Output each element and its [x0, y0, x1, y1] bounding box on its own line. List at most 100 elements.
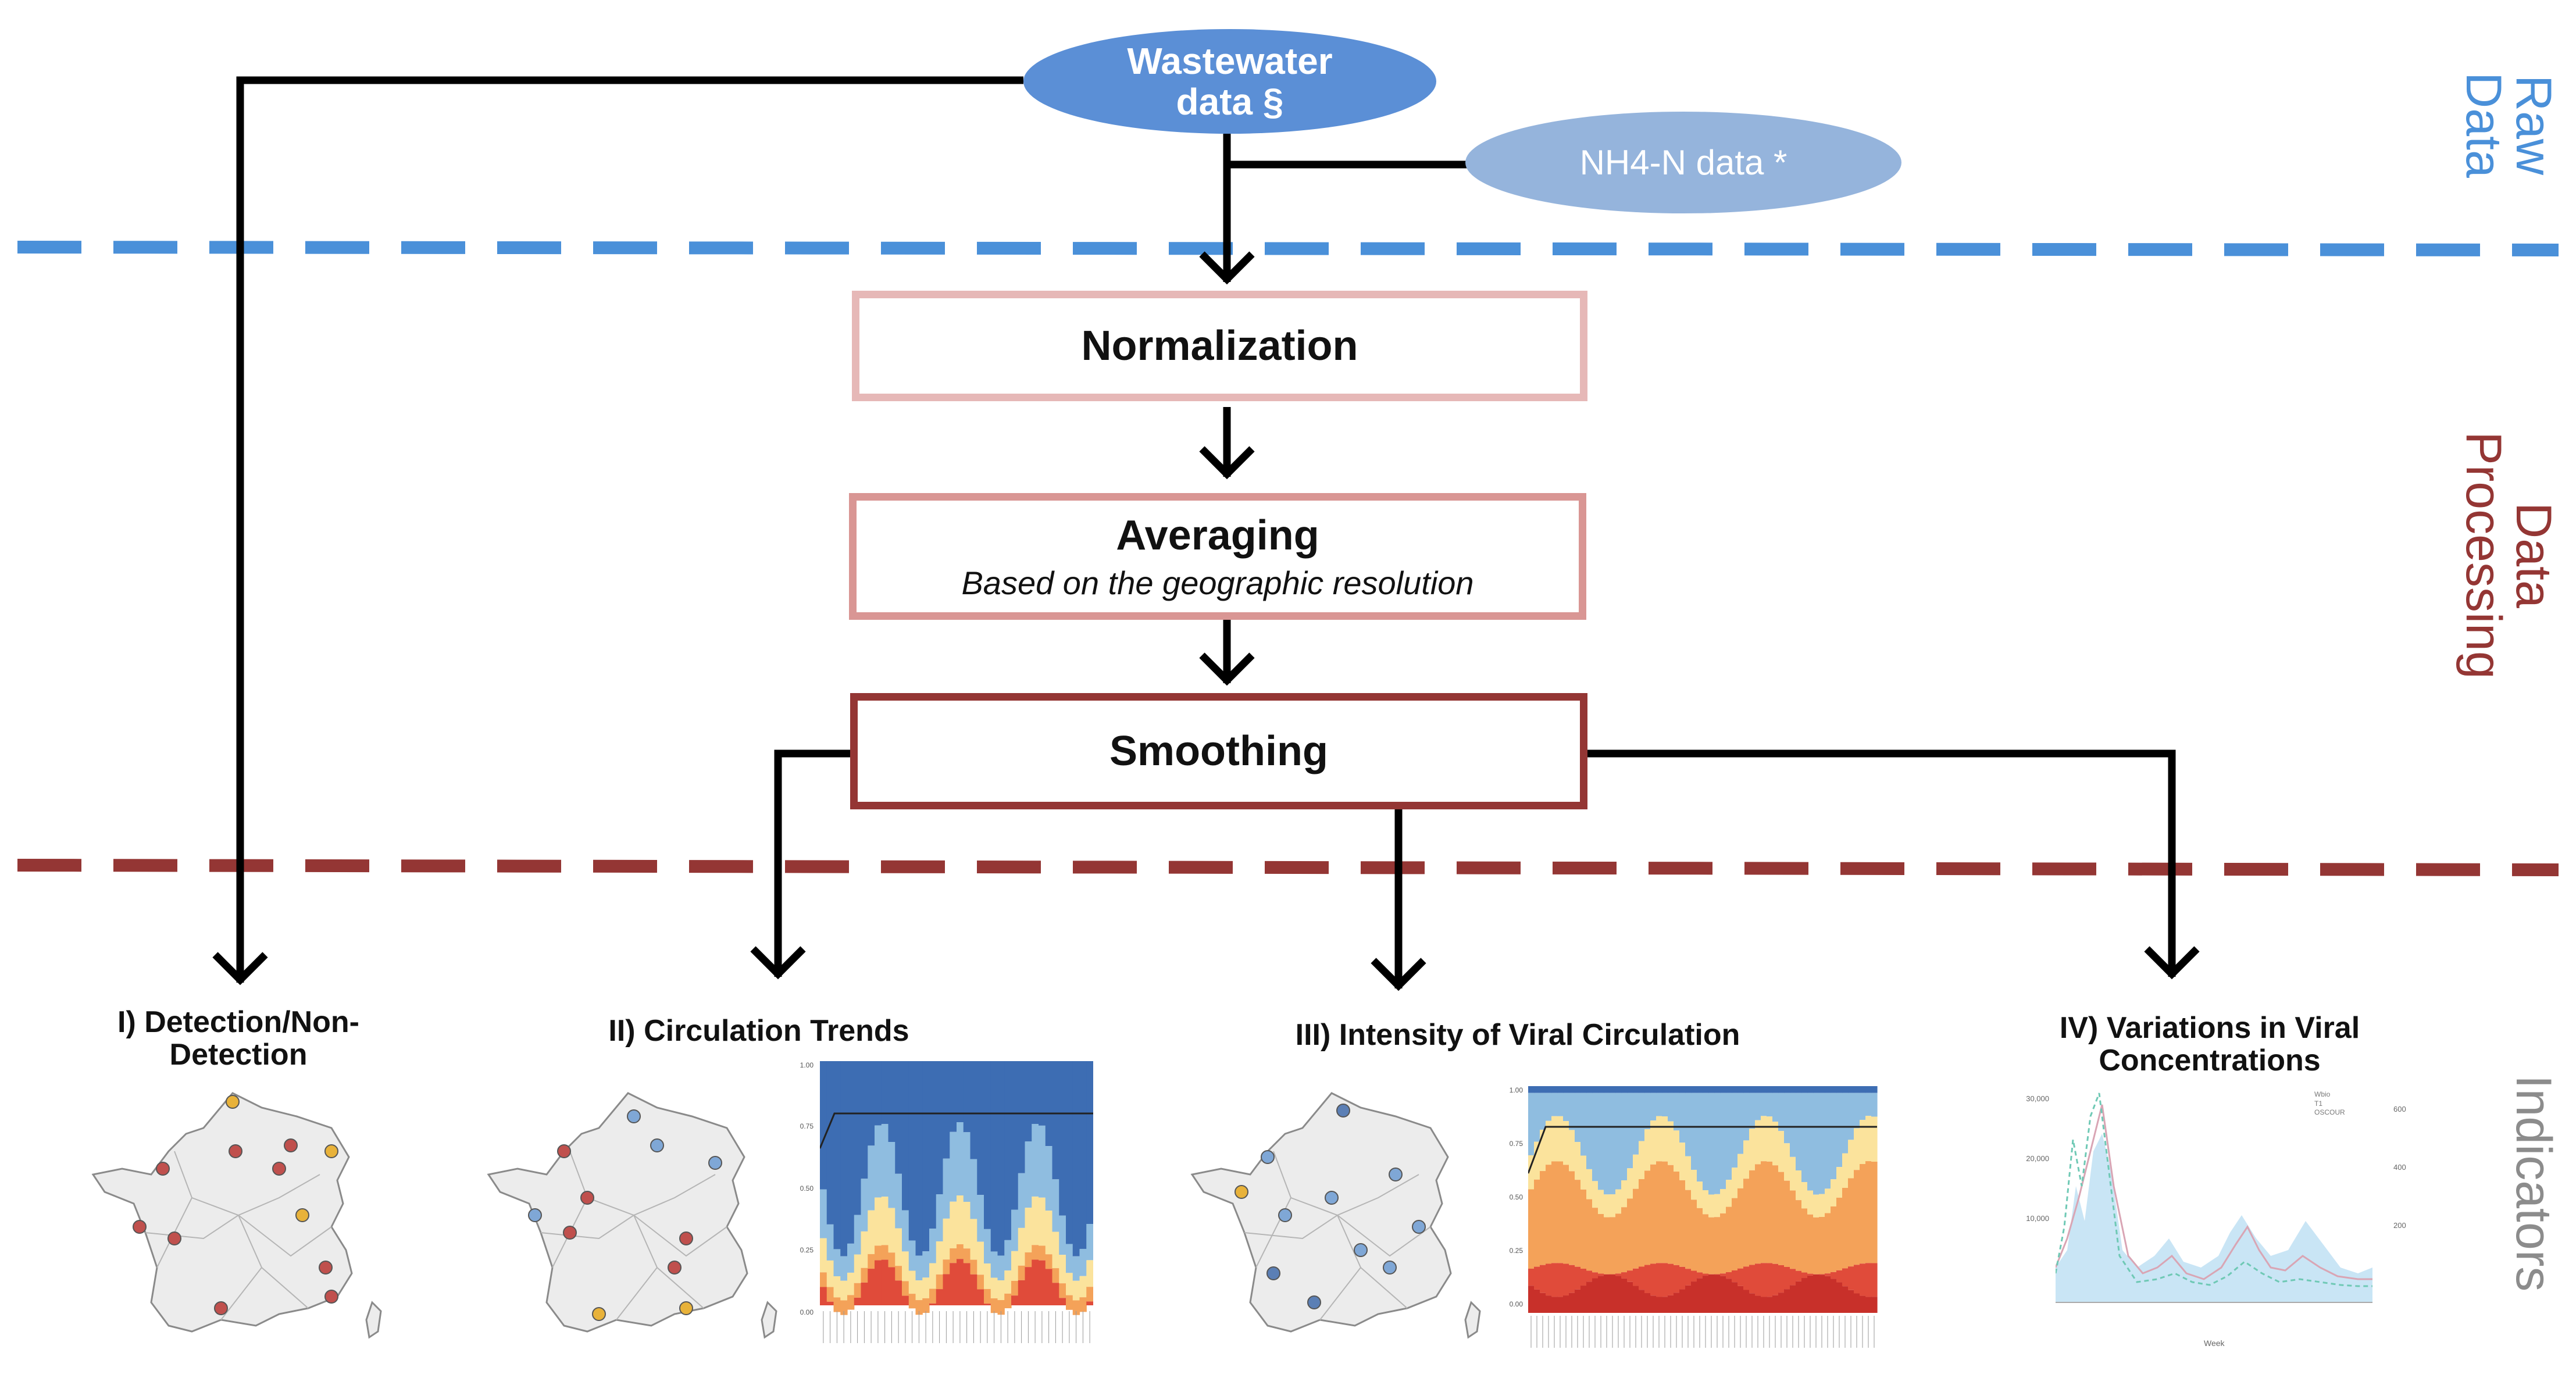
- stack-segment: [1842, 1086, 1849, 1093]
- stack-segment: [909, 1271, 916, 1294]
- stack-segment: [1790, 1086, 1796, 1093]
- intensity-plot: [1528, 1086, 1906, 1354]
- stack-segment: [1540, 1265, 1546, 1293]
- stack-segment: [1586, 1086, 1593, 1093]
- stack-segment: [1674, 1293, 1680, 1313]
- stack-segment: [1685, 1269, 1692, 1286]
- stack-segment: [1813, 1218, 1819, 1275]
- stack-segment: [1761, 1093, 1767, 1116]
- indicator-detection-title: I) Detection/Non-Detection: [87, 1006, 390, 1071]
- stack-segment: [1836, 1086, 1843, 1093]
- stack-segment: [1813, 1093, 1819, 1195]
- stack-segment: [950, 1061, 957, 1132]
- stack-segment: [977, 1275, 984, 1289]
- site-marker: [680, 1232, 693, 1245]
- stack-segment: [1801, 1182, 1808, 1208]
- site-marker: [273, 1162, 286, 1175]
- site-marker: [168, 1232, 181, 1245]
- smoothing-label: Smoothing: [1109, 727, 1328, 775]
- stack-segment: [1598, 1214, 1604, 1274]
- stack-segment: [1854, 1093, 1860, 1129]
- stack-segment: [820, 1287, 827, 1306]
- stack-segment: [840, 1061, 847, 1256]
- stack-segment: [875, 1061, 882, 1126]
- stack-segment: [1650, 1263, 1657, 1295]
- site-marker: [325, 1145, 338, 1158]
- stack-segment: [1697, 1181, 1703, 1208]
- stack-segment: [861, 1179, 868, 1231]
- site-marker: [1325, 1191, 1338, 1204]
- variations-plot: [2056, 1081, 2390, 1314]
- site-marker: [1337, 1104, 1350, 1117]
- stack-segment: [991, 1061, 998, 1251]
- stack-segment: [1604, 1194, 1610, 1217]
- stack-segment: [1621, 1180, 1628, 1207]
- stack-segment: [1836, 1270, 1843, 1283]
- stack-segment: [1784, 1289, 1790, 1313]
- stack-segment: [1726, 1279, 1732, 1313]
- stack-segment: [1755, 1263, 1761, 1295]
- france-outline: [1192, 1093, 1451, 1331]
- corsica-outline: [366, 1302, 381, 1337]
- stack-segment: [922, 1251, 929, 1277]
- stack-segment: [1046, 1061, 1052, 1146]
- stack-segment: [1551, 1093, 1558, 1116]
- stack-segment: [1604, 1086, 1610, 1093]
- y-tick-label: 1.00: [800, 1061, 814, 1069]
- stack-segment: [1639, 1086, 1645, 1093]
- site-marker: [529, 1209, 541, 1222]
- stack-segment: [1563, 1295, 1569, 1313]
- stack-segment: [984, 1304, 991, 1305]
- stack-segment: [861, 1283, 868, 1305]
- stack-segment: [1557, 1086, 1564, 1093]
- stack-segment: [971, 1219, 977, 1259]
- stack-segment: [984, 1061, 991, 1229]
- stack-segment: [1610, 1093, 1616, 1194]
- stack-segment: [1801, 1086, 1808, 1093]
- stack-segment: [1575, 1093, 1581, 1142]
- stack-segment: [977, 1290, 984, 1305]
- stack-segment: [1796, 1200, 1802, 1271]
- stack-segment: [1737, 1269, 1744, 1286]
- stack-segment: [1726, 1272, 1732, 1279]
- stack-segment: [1685, 1086, 1692, 1093]
- stack-segment: [902, 1210, 909, 1251]
- stack-segment: [1656, 1086, 1662, 1093]
- france-outline: [93, 1093, 352, 1331]
- site-marker: [226, 1095, 239, 1108]
- stack-segment: [1703, 1276, 1709, 1313]
- stack-segment: [991, 1278, 998, 1298]
- data-processing-section-label: Data Processing: [2459, 424, 2559, 686]
- stack-segment: [1743, 1086, 1750, 1093]
- stack-segment: [1842, 1093, 1849, 1154]
- stack-segment: [1674, 1093, 1680, 1131]
- stack-segment: [1708, 1093, 1715, 1195]
- stack-segment: [1052, 1283, 1059, 1305]
- stack-segment: [916, 1280, 923, 1300]
- stack-segment: [1714, 1217, 1721, 1274]
- stack-segment: [1831, 1179, 1837, 1206]
- stack-segment: [1691, 1281, 1697, 1313]
- stack-segment: [1749, 1086, 1756, 1093]
- stack-segment: [1528, 1189, 1535, 1269]
- stack-segment: [1615, 1276, 1622, 1313]
- stack-segment: [1819, 1086, 1825, 1093]
- stack-segment: [882, 1260, 889, 1305]
- stack-segment: [861, 1061, 868, 1179]
- stack-segment: [1011, 1061, 1018, 1210]
- stack-segment: [1801, 1278, 1808, 1313]
- stack-segment: [902, 1281, 909, 1295]
- stack-segment: [1732, 1198, 1738, 1270]
- stack-segment: [943, 1159, 950, 1219]
- stack-segment: [1025, 1208, 1032, 1252]
- stack-segment: [1534, 1267, 1540, 1290]
- stack-segment: [1772, 1264, 1779, 1295]
- site-marker: [651, 1139, 663, 1152]
- stack-segment: [1865, 1161, 1872, 1263]
- stack-segment: [1784, 1181, 1790, 1267]
- stack-segment: [868, 1061, 875, 1145]
- stack-segment: [1011, 1210, 1018, 1251]
- stack-segment: [1011, 1251, 1018, 1281]
- stack-segment: [1848, 1290, 1854, 1313]
- stack-segment: [1860, 1263, 1866, 1295]
